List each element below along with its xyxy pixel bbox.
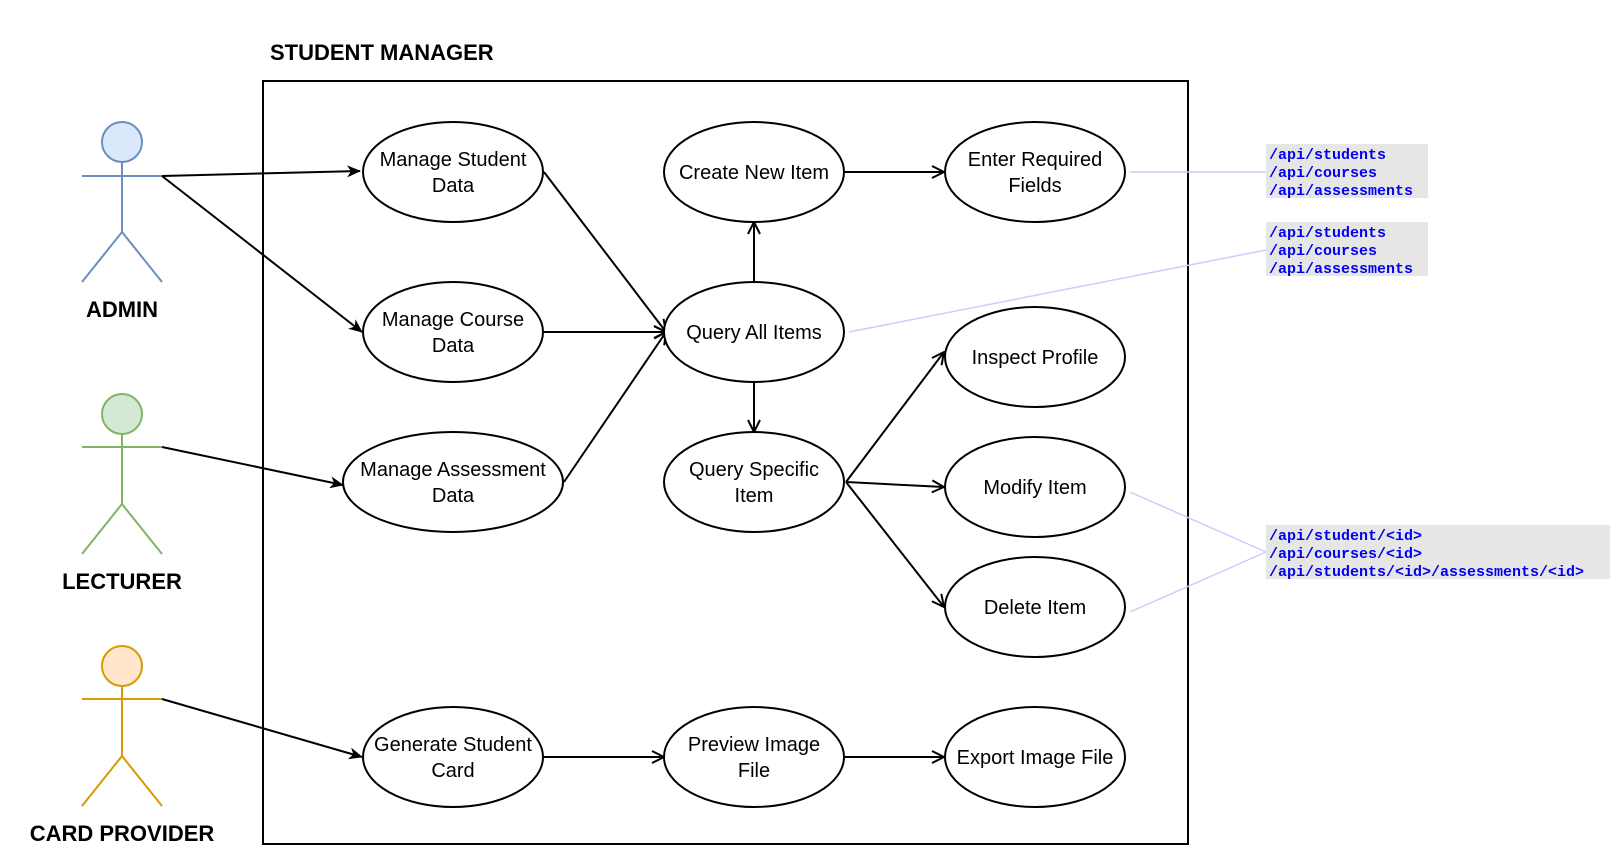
use-case-query-all-items[interactable]: Query All Items [663, 281, 845, 383]
use-case-label: Manage Course [382, 309, 524, 331]
use-case-inspect-profile[interactable]: Inspect Profile [944, 306, 1126, 408]
api-path: /api/assessments [1269, 261, 1413, 278]
use-case-manage-course-data[interactable]: Manage Course Data [362, 281, 544, 383]
use-case-export-image-file[interactable]: Export Image File [944, 706, 1126, 808]
api-note-create: /api/students /api/courses /api/assessme… [1266, 144, 1428, 200]
actor-lecturer-body [81, 434, 163, 555]
use-case-label: Data [432, 485, 475, 507]
use-case-label: Item [735, 485, 774, 507]
actor-card-provider-body [81, 686, 163, 807]
api-path: /api/courses [1269, 165, 1377, 182]
use-case-label: Card [431, 760, 474, 782]
use-case-delete-item[interactable]: Delete Item [944, 556, 1126, 658]
system-title: STUDENT MANAGER [270, 40, 494, 65]
use-case-label: Fields [1008, 175, 1061, 197]
actor-admin-head [101, 121, 143, 163]
api-path: /api/students/<id>/assessments/<id> [1269, 564, 1584, 581]
use-case-label: Modify Item [983, 477, 1086, 499]
use-case-label: Export Image File [957, 747, 1114, 769]
use-case-label: Generate Student [374, 734, 532, 756]
system-boundary [262, 80, 1189, 845]
api-path: /api/students [1269, 147, 1386, 164]
use-case-label: Query All Items [686, 322, 822, 344]
actor-card-provider[interactable]: CARD PROVIDER [30, 645, 215, 846]
actor-admin[interactable]: ADMIN [81, 121, 163, 322]
use-case-label: Data [432, 335, 475, 357]
actor-lecturer-head [101, 393, 143, 435]
use-case-label: Delete Item [984, 597, 1086, 619]
use-case-label: Manage Assessment [360, 459, 546, 481]
use-case-manage-student-data[interactable]: Manage Student Data [362, 121, 544, 223]
api-path: /api/assessments [1269, 183, 1413, 200]
api-note-specific: /api/student/<id> /api/courses/<id> /api… [1266, 525, 1610, 581]
use-case-enter-required-fields[interactable]: Enter Required Fields [944, 121, 1126, 223]
use-case-generate-student-card[interactable]: Generate Student Card [362, 706, 544, 808]
use-case-label: File [738, 760, 770, 782]
actor-admin-body [81, 162, 163, 283]
use-case-modify-item[interactable]: Modify Item [944, 436, 1126, 538]
use-case-flows [543, 172, 944, 757]
use-case-label: Data [432, 175, 475, 197]
api-path: /api/courses/<id> [1269, 546, 1422, 563]
api-note-query-all: /api/students /api/courses /api/assessme… [1266, 222, 1428, 278]
actor-card-provider-label: CARD PROVIDER [30, 821, 215, 846]
use-case-query-specific-item[interactable]: Query Specific Item [663, 431, 845, 533]
use-case-label: Create New Item [679, 162, 829, 184]
use-case-preview-image-file[interactable]: Preview Image File [663, 706, 845, 808]
use-case-label: Preview Image [688, 734, 820, 756]
api-path: /api/students [1269, 225, 1386, 242]
use-case-label: Manage Student [380, 149, 527, 171]
use-case-manage-assessment-data[interactable]: Manage Assessment Data [342, 431, 564, 533]
actor-associations [161, 165, 363, 760]
api-path: /api/student/<id> [1269, 528, 1422, 545]
use-case-create-new-item[interactable]: Create New Item [663, 121, 845, 223]
use-case-label: Query Specific [689, 459, 819, 481]
use-case-label: Enter Required [968, 149, 1103, 171]
use-case-label: Inspect Profile [972, 347, 1099, 369]
api-note-links [848, 171, 1270, 613]
actor-lecturer-label: LECTURER [62, 569, 182, 594]
api-path: /api/courses [1269, 243, 1377, 260]
actor-lecturer[interactable]: LECTURER [62, 393, 182, 594]
actor-card-provider-head [101, 645, 143, 687]
actor-admin-label: ADMIN [86, 297, 158, 322]
